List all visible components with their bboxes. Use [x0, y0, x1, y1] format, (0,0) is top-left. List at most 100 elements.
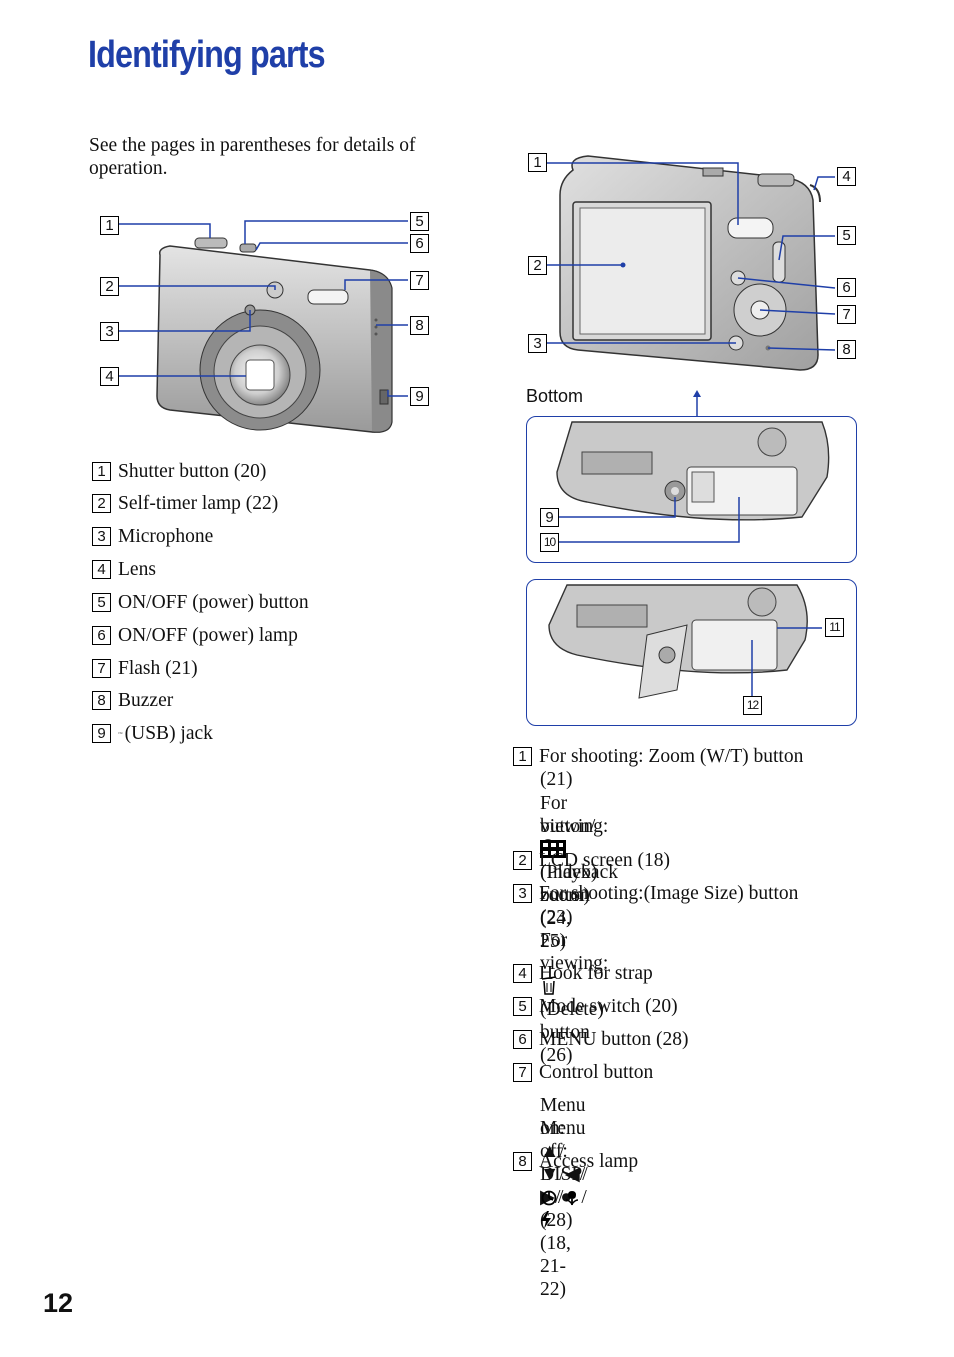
item-continuation: For viewing: (Playback zoom)	[540, 792, 618, 907]
item-text: (Index) button (24, 25)	[540, 862, 598, 952]
bottom-label-10: 10	[540, 533, 559, 552]
front-label-6: 6	[410, 234, 429, 253]
back-camera-illustration	[547, 155, 836, 371]
list-item: 5 ON/OFF (power) button	[92, 591, 309, 614]
item-text: Shutter button (20)	[118, 461, 267, 482]
list-item: 4 Hook for strap	[513, 962, 653, 985]
item-number: 5	[92, 593, 111, 612]
item-text: MENU button (28)	[539, 1029, 689, 1050]
item-text: Self-timer lamp (22)	[118, 493, 279, 514]
item-number: 7	[92, 659, 111, 678]
item-continuation: (21)	[540, 769, 573, 790]
item-number: 9	[92, 724, 111, 743]
front-label-9: 9	[410, 387, 429, 406]
item-text: For viewing:	[540, 930, 609, 974]
item-number: 2	[92, 494, 111, 513]
battery-compartment-illustration	[548, 584, 822, 699]
item-text: Microphone	[118, 526, 214, 547]
menu-off-text: Menu off: DISP/// (18, 21-22)	[540, 1118, 588, 1300]
list-item: 2 Self-timer lamp (22)	[92, 492, 278, 515]
bottom-view-illustration	[556, 421, 830, 543]
macro-flower-icon	[566, 1191, 579, 1206]
item-text: (Image Size) button	[643, 883, 799, 904]
item-text: For shooting: Zoom (W/T) button	[539, 746, 804, 767]
list-item: 7 Flash (21)	[92, 657, 198, 680]
item-continuation: button/ (Index) button (24, 25)	[540, 815, 597, 953]
up-arrow-icon	[693, 390, 701, 416]
item-text: ON/OFF (power) lamp	[118, 625, 298, 646]
item-number: 1	[92, 462, 111, 481]
item-number: 4	[92, 560, 111, 579]
back-label-2: 2	[528, 256, 547, 275]
index-icon	[540, 840, 566, 858]
list-item: 7 Control button	[513, 1061, 653, 1084]
list-item: 6 MENU button (28)	[513, 1028, 689, 1051]
self-timer-icon	[541, 1190, 557, 1206]
battery-compartment-box: 11 12	[526, 579, 857, 726]
list-item: 9 (USB) jack	[92, 722, 213, 745]
menu-on-text: Menu on: ▲/▼/◀/▶/● (28)	[540, 1095, 586, 1231]
item-text: LCD screen (18)	[539, 850, 671, 871]
list-item: 1 For shooting: Zoom (W/T) button	[513, 745, 803, 768]
item-number: 8	[513, 1152, 532, 1171]
item-number: 3	[513, 884, 532, 903]
front-label-1: 1	[100, 216, 119, 235]
back-label-1: 1	[528, 153, 547, 172]
item-number: 1	[513, 747, 532, 766]
usb-icon	[118, 732, 123, 734]
bottom-label-9: 9	[540, 508, 559, 527]
item-text: Control button	[539, 1062, 654, 1083]
item-continuation: For viewing: (Delete) button (26)	[540, 929, 608, 1067]
item-text: ON/OFF (power) button	[118, 592, 309, 613]
item-text: Menu off: DISP/	[540, 1118, 588, 1185]
bottom-label-12: 12	[743, 696, 762, 715]
page-title: Identifying parts	[88, 34, 326, 76]
list-item: 8 Access lamp	[513, 1150, 638, 1173]
front-camera-figure: 1 2 3 4 5 6 7 8 9	[100, 210, 440, 445]
item-text: Access lamp	[539, 1151, 639, 1172]
page-number: 12	[43, 1288, 74, 1318]
item-text: For viewing:	[540, 793, 609, 837]
bottom-view-box: 9 10	[526, 416, 857, 563]
item-text: Buzzer	[118, 690, 174, 711]
front-label-8: 8	[410, 316, 429, 335]
item-text: (18, 21-22)	[540, 1233, 571, 1300]
delete-trash-icon	[541, 976, 557, 995]
front-label-7: 7	[410, 271, 429, 290]
item-text: (USB) jack	[124, 723, 213, 744]
item-number: 6	[513, 1030, 532, 1049]
front-label-5: 5	[410, 212, 429, 231]
item-text: (Playback zoom)	[540, 862, 618, 906]
item-number: 6	[92, 626, 111, 645]
front-label-3: 3	[100, 322, 119, 341]
item-text: Flash (21)	[118, 658, 198, 679]
item-number: 5	[513, 997, 532, 1016]
item-text: For shooting:	[539, 883, 644, 904]
item-text: button/	[540, 816, 596, 837]
back-label-4: 4	[837, 167, 856, 186]
back-camera-figure: 1 2 3 4 5 6 7 8	[528, 150, 858, 380]
list-item: 4 Lens	[92, 558, 156, 581]
list-item: 6 ON/OFF (power) lamp	[92, 624, 298, 647]
back-label-3: 3	[528, 334, 547, 353]
bottom-label: Bottom	[526, 386, 584, 406]
intro-text: See the pages in parentheses for details…	[89, 135, 416, 179]
item-continuation: (23)	[540, 907, 573, 928]
list-item: 8 Buzzer	[92, 689, 173, 712]
item-text: Hook for strap	[539, 963, 653, 984]
list-item: 1 Shutter button (20)	[92, 460, 266, 483]
item-number: 4	[513, 964, 532, 983]
item-number: 8	[92, 691, 111, 710]
item-number: 2	[513, 851, 532, 870]
list-item: 2 LCD screen (18)	[513, 849, 670, 872]
list-item: 3 For shooting: (Image Size) button	[513, 882, 798, 905]
back-label-5: 5	[837, 226, 856, 245]
item-text: Lens	[118, 559, 156, 580]
front-label-4: 4	[100, 367, 119, 386]
item-text: Mode switch (20)	[539, 996, 678, 1017]
item-number: 7	[513, 1063, 532, 1082]
item-text: (Delete) button (26)	[540, 999, 604, 1066]
list-item: 5 Mode switch (20)	[513, 995, 678, 1018]
back-label-6: 6	[837, 278, 856, 297]
